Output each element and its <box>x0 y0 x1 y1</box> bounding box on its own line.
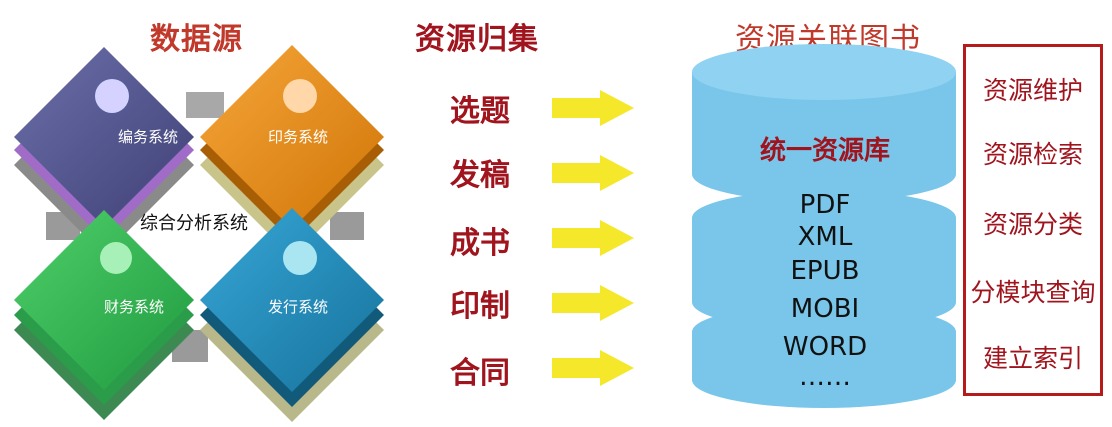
database-title: 统一资源库 <box>759 136 890 166</box>
system-label: 发行系统 <box>268 298 328 316</box>
function-item: 分模块查询 <box>970 278 1096 307</box>
function-item: 资源检索 <box>982 140 1083 169</box>
arrow-right-icon <box>552 285 634 321</box>
editorial-circle-icon <box>95 79 129 113</box>
function-item: 建立索引 <box>982 344 1083 373</box>
function-item: 资源分类 <box>982 210 1083 239</box>
system-block-print <box>200 45 384 257</box>
system-block-editorial <box>14 47 194 255</box>
format-item: EPUB <box>790 256 860 286</box>
system-block-finance <box>14 210 194 420</box>
system-label: 编务系统 <box>118 128 178 146</box>
title-resource-collection: 资源归集 <box>415 22 539 57</box>
collect-item-manuscript: 发稿 <box>450 158 510 193</box>
center-system-label: 综合分析系统 <box>140 213 248 234</box>
function-item: 资源维护 <box>982 76 1083 105</box>
format-item: XML <box>797 222 853 252</box>
format-item: PDF <box>799 190 851 220</box>
database-cylinder-icon <box>692 44 956 408</box>
system-label: 财务系统 <box>104 298 164 316</box>
arrow-right-icon <box>552 155 634 191</box>
format-item: MOBI <box>790 294 860 324</box>
collect-item-book: 成书 <box>450 226 510 261</box>
format-item: …… <box>799 362 851 392</box>
format-item: WORD <box>782 332 868 362</box>
collect-item-topic: 选题 <box>450 94 510 129</box>
finance-circle-icon <box>100 242 132 274</box>
arrow-right-icon <box>552 90 634 126</box>
distribution-circle-icon <box>283 241 317 275</box>
print-circle-icon <box>283 79 317 113</box>
arrow-right-icon <box>552 220 634 256</box>
collect-item-printing: 印制 <box>450 289 510 324</box>
functions-panel: 资源维护 资源检索 资源分类 分模块查询 建立索引 <box>963 44 1103 396</box>
title-data-source: 数据源 <box>150 22 243 57</box>
arrow-right-icon <box>552 350 634 386</box>
system-block-distribution <box>200 208 384 422</box>
collect-item-contract: 合同 <box>450 356 510 391</box>
system-label: 印务系统 <box>268 128 328 146</box>
systems-diagram: 编务系统 印务系统 财务系统 发行系统 综合分析系统 <box>14 45 384 422</box>
